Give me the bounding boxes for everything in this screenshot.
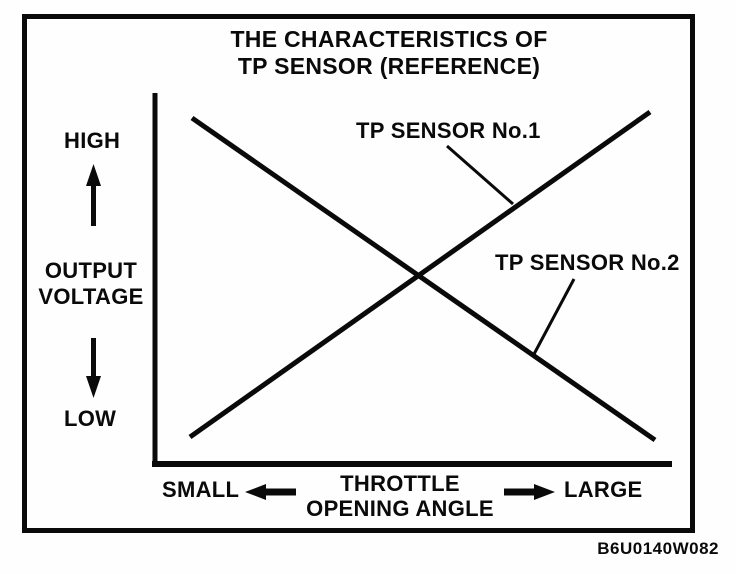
x-axis-small-label: SMALL bbox=[162, 477, 240, 502]
x-axis-title-line2: OPENING ANGLE bbox=[306, 496, 494, 521]
chart-title-line1: THE CHARACTERISTICS OF bbox=[230, 26, 548, 52]
down-arrow-icon bbox=[86, 338, 101, 398]
sensor2-leader-line bbox=[531, 278, 576, 357]
chart-title: THE CHARACTERISTICS OF TP SENSOR (REFERE… bbox=[189, 26, 589, 80]
figure-reference-code: B6U0140W082 bbox=[597, 539, 719, 558]
right-arrow-icon bbox=[504, 484, 555, 500]
x-axis-title-line1: THROTTLE bbox=[340, 471, 460, 496]
figure-border bbox=[22, 14, 695, 533]
x-axis-large-label: LARGE bbox=[564, 477, 643, 502]
sensor2-series-label: TP SENSOR No.2 bbox=[495, 250, 680, 275]
sensor1-series-label: TP SENSOR No.1 bbox=[356, 118, 541, 143]
left-arrow-icon bbox=[245, 484, 296, 500]
y-axis-title-line2: VOLTAGE bbox=[38, 284, 144, 309]
chart-title-line2: TP SENSOR (REFERENCE) bbox=[237, 53, 541, 79]
y-axis-low-label: LOW bbox=[64, 406, 117, 431]
up-arrow-icon bbox=[86, 164, 101, 226]
sensor2-line bbox=[190, 115, 657, 443]
y-axis-high-label: HIGH bbox=[64, 128, 121, 153]
sensor1-leader-line bbox=[446, 144, 514, 206]
y-axis-title-line1: OUTPUT bbox=[44, 258, 138, 283]
y-axis-title: OUTPUT VOLTAGE bbox=[18, 258, 164, 310]
x-axis-title: THROTTLE OPENING ANGLE bbox=[297, 471, 503, 521]
